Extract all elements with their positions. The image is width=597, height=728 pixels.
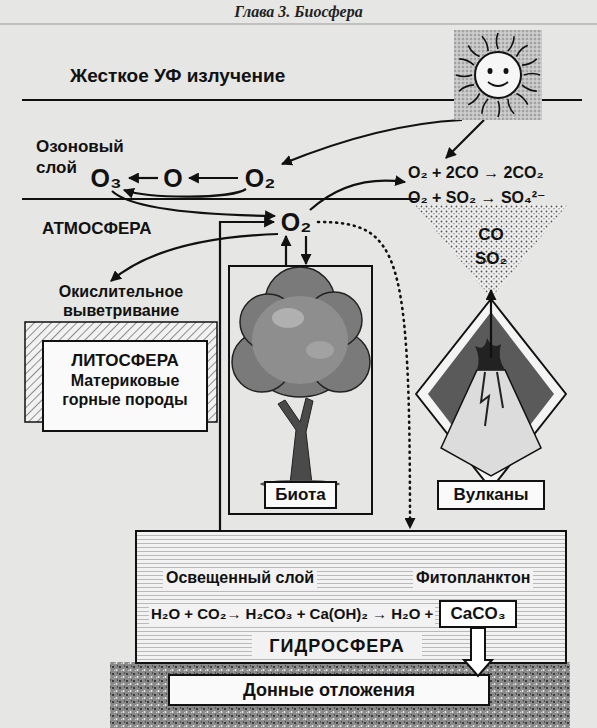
node-text: CaCO₃ [441,602,515,626]
node-text: Донные отложения [170,676,488,704]
eruption [475,338,505,370]
sun-ray [498,101,500,117]
sun-backdrop [454,30,542,120]
node-text: Освещенный слой [163,568,317,588]
running-header: Глава 3. Биосфера [0,2,597,22]
molecule-label: O₂ [276,208,316,236]
biota-frame: Биота [228,265,373,515]
plume-fill [415,205,567,298]
node-text: O [160,165,186,191]
volcano-sky [428,312,554,476]
sun-ray-arrow [446,120,484,158]
flow-arrow [111,234,278,281]
node-text: Вулканы [437,480,545,510]
dotted-flow-arrow [318,222,410,528]
sun-ray [468,45,479,56]
sun-ray [482,99,488,114]
flow-arrow [310,181,405,210]
sun-ray [516,93,527,104]
node-text: Жесткое УФ излучение [70,64,285,87]
diamond-outline [416,299,566,489]
flow-arrow [490,290,492,358]
molecule-label: O₂ [240,165,280,191]
flow-arrow [189,177,238,179]
lithosphere-box: ЛИТОСФЕРАМатериковые горные породы [42,340,208,432]
sun-ray [497,33,499,49]
flow-arrow [305,236,307,264]
sun-ray [508,36,514,51]
tree-illustration [232,267,370,488]
volcano-cone [441,370,541,476]
sediment-band [110,662,570,728]
flow-arrow [124,189,246,197]
node-text: ГИДРОСФЕРА [252,635,422,657]
product-box: CaCO₃ [439,600,517,628]
flow-arrow [129,177,158,179]
molecule-label: O₃ [86,165,126,191]
sun-ray [459,59,474,65]
volcano-diamond [415,298,567,490]
ozone-band: Озоновый слойO₃OO₂ [22,100,417,200]
sun-ray [468,93,479,104]
flow-arrow [220,222,274,530]
sediment-box: Донные отложения [168,674,490,706]
sun-disc [475,52,521,98]
node-text: H₂O + CO₂→ H₂CO₃ + Ca(OH)₂ → H₂O + [149,604,435,624]
node-text: Окислительное выветривание [25,282,217,320]
sun-eye [504,68,509,74]
gas-plume-triangle: CO SO₂ [415,205,567,298]
node-text: Фитопланктон [413,568,533,588]
sun-ray [456,75,472,77]
sun-ray [524,74,540,76]
node-text: Биота [264,481,337,509]
sun-eye [488,68,493,74]
tree-crown [252,296,348,384]
node-text: O₃ [86,165,126,191]
sun-illustration [446,30,550,126]
sun-ray [522,59,537,65]
node-text: ЛИТОСФЕРА [44,350,206,371]
flow-arrow [285,236,287,266]
hydrosphere-box: Освещенный слой ФитопланктонH₂O + CO₂→ H₂… [135,530,567,664]
sun-ray [482,36,488,51]
node-text: CO SO₂ [465,223,517,271]
volcano-diamond: Вулканы [415,298,567,490]
node-text: O₂ [276,208,316,236]
sun-ray [522,85,537,91]
header-rule [0,24,597,25]
sun-ray-arrow [282,120,462,164]
region-label: АТМОСФЕРА [42,218,151,239]
sun-ray [459,85,474,91]
weathering-tray: Окислительное выветриваниеЛИТОСФЕРАМатер… [25,282,217,422]
tree-highlight [306,341,334,359]
sun-rays [456,33,540,117]
molecule-label: O [160,165,186,191]
lava-flow [481,372,503,426]
node-text: O₂ + 2CO → 2CO₂ [408,160,585,185]
reaction-equations: O₂ + 2CO → 2CO₂O₂ + SO₂ → SO₄²⁻ [408,160,585,212]
node-text: O₂ [240,165,280,191]
sun-mouth [488,82,508,86]
sun-ray [516,45,527,56]
node-text: Материковые горные породы [44,371,206,409]
tree-highlight [272,308,304,328]
tree-trunk [278,398,313,484]
deposition-arrow [464,628,492,676]
flow-arrow [112,191,275,216]
sun-ray [508,99,514,114]
